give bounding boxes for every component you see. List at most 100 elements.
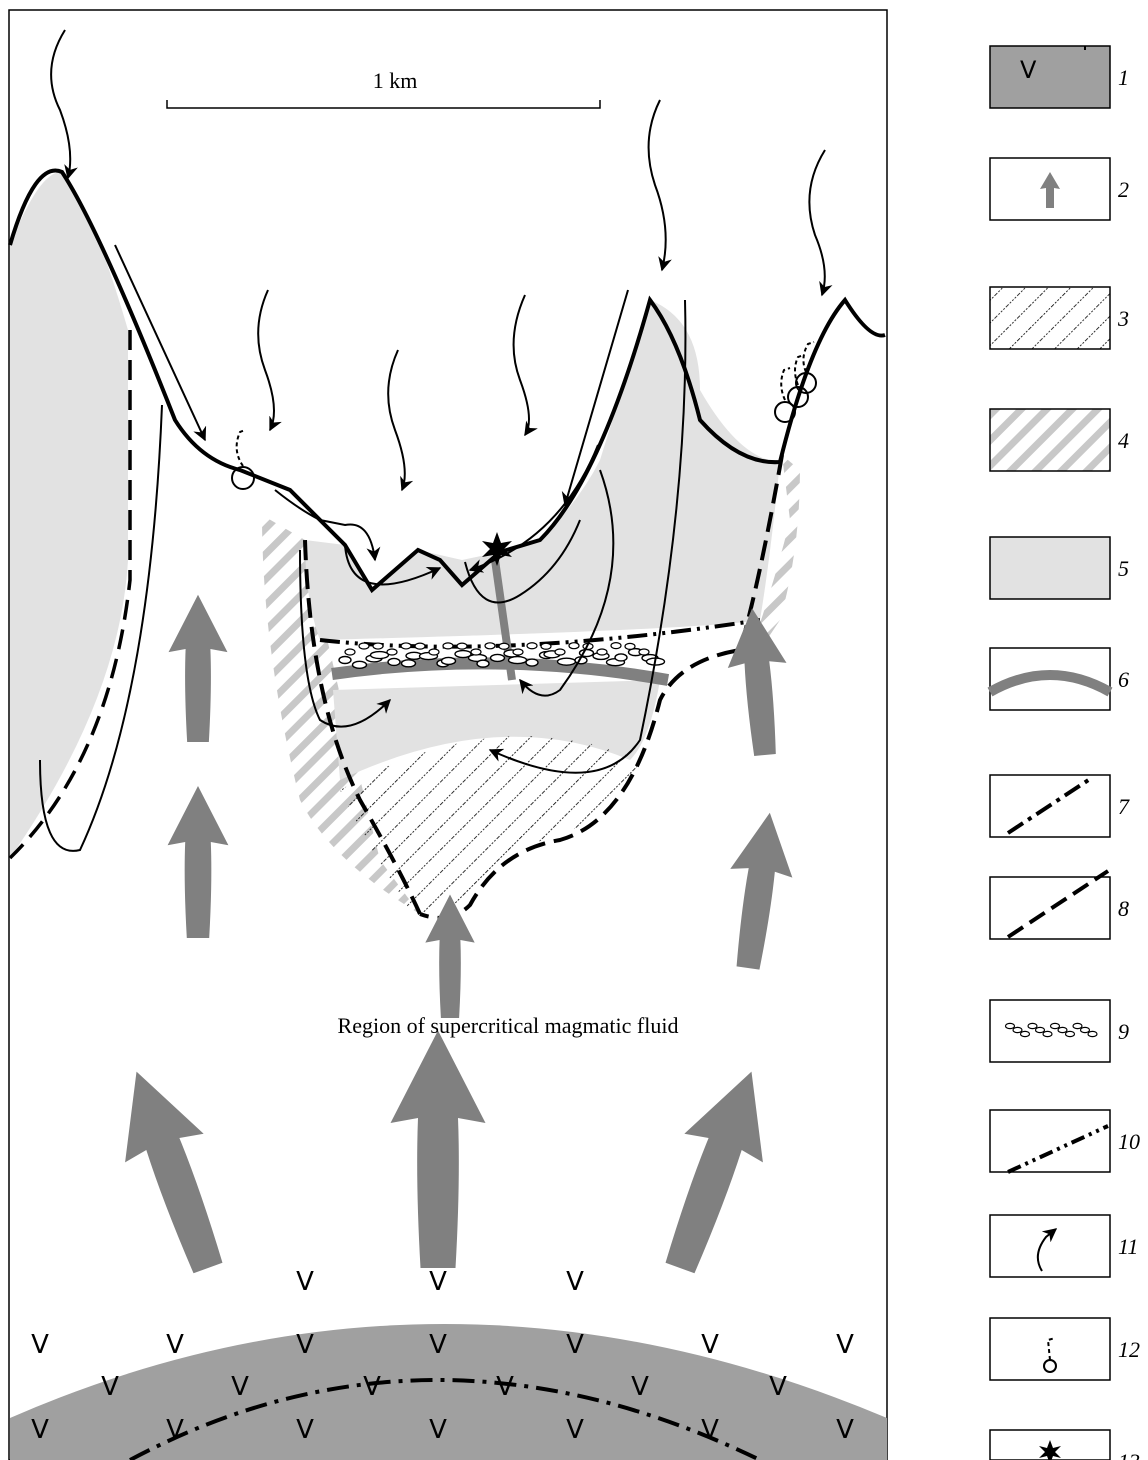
legend-number: 7 [1118, 794, 1130, 819]
pebble [471, 649, 481, 655]
legend-number: 13 [1118, 1449, 1140, 1460]
legend-number: 12 [1118, 1337, 1140, 1362]
pebble [541, 643, 551, 649]
magma-v-mark: V [429, 1415, 447, 1445]
magma-v-mark: V [566, 1330, 584, 1360]
pebble [513, 649, 523, 655]
legend-item-13: 13 [990, 1430, 1140, 1460]
legend-number: 5 [1118, 556, 1129, 581]
spring-icon [232, 430, 254, 489]
pebble [402, 660, 416, 667]
scale-bar: 1 km [167, 68, 600, 108]
magma-v-mark: V [296, 1330, 314, 1360]
pebble [388, 658, 400, 665]
legend-box [990, 1215, 1110, 1277]
legend-item-5: 5 [990, 537, 1129, 599]
legend-box [990, 1318, 1110, 1380]
legend-item-9: 9 [990, 1000, 1129, 1062]
flow-arrow [169, 595, 228, 742]
magma-v-mark: V [566, 1267, 584, 1297]
flow-arrow [168, 786, 229, 938]
legend-number: 6 [1118, 667, 1129, 692]
legend-box [990, 877, 1110, 939]
flow-arrow [391, 1031, 486, 1269]
legend-box [990, 287, 1110, 349]
magma-v-mark: V [231, 1372, 249, 1402]
pebble [371, 652, 389, 659]
magma-v-mark: V [496, 1372, 514, 1402]
diagonal-hatched-zone [340, 736, 640, 919]
legend-box [990, 1110, 1110, 1172]
left-altered-body [10, 172, 162, 858]
spring-icon [775, 342, 816, 422]
legend-number: 2 [1118, 177, 1129, 202]
pebble [611, 643, 621, 649]
caldera-alteration-zones [262, 300, 800, 919]
pebble [353, 661, 367, 668]
pebble [457, 643, 467, 649]
magma-v-mark: V [429, 1267, 447, 1297]
pebble [373, 643, 383, 649]
legend-item-4: 4 [990, 409, 1129, 471]
magma-v-mark: V [31, 1415, 49, 1445]
magma-v-mark: V [836, 1330, 854, 1360]
magma-v-mark: V [31, 1330, 49, 1360]
magma-v-mark: V [836, 1415, 854, 1445]
legend-item-7: 7 [990, 775, 1130, 837]
magma-v-mark: V [566, 1415, 584, 1445]
pebble [415, 643, 425, 649]
legend-number: 11 [1118, 1234, 1138, 1259]
pebble [429, 649, 439, 655]
legend-item-11: 11 [990, 1215, 1138, 1277]
magma-v-mark: V [701, 1330, 719, 1360]
pebble [477, 660, 489, 667]
pebble [442, 657, 456, 664]
region-label: Region of supercritical magmatic fluid [338, 1013, 679, 1038]
pebble [569, 643, 579, 649]
pebble [555, 649, 565, 655]
flow-arrow [97, 1057, 247, 1282]
magma-v-mark: V [166, 1330, 184, 1360]
legend-item-6: 6 [990, 648, 1129, 710]
pebble [491, 654, 505, 661]
pebble [625, 643, 635, 649]
legend-item-12: 12 [990, 1318, 1140, 1380]
pebble [526, 659, 538, 666]
upper-grey-zone [305, 300, 780, 640]
pebble [499, 643, 509, 649]
magma-v-mark: V [296, 1267, 314, 1297]
legend-box [990, 46, 1110, 108]
pebble [443, 643, 453, 649]
legend-box [990, 409, 1110, 471]
pebble [345, 649, 355, 655]
magma-v-mark: V [296, 1415, 314, 1445]
magma-v-mark: V [429, 1330, 447, 1360]
pebble [639, 649, 649, 655]
pebble [558, 658, 576, 665]
legend: V12345678910111213 [990, 46, 1140, 1460]
legend-item-10: 10 [990, 1110, 1140, 1172]
pebble [527, 643, 537, 649]
scale-bar-label: 1 km [373, 68, 418, 93]
legend-box [990, 537, 1110, 599]
flow-arrow [717, 808, 801, 972]
pebble [485, 643, 495, 649]
flow-arrow [723, 606, 795, 758]
legend-number: 3 [1117, 306, 1129, 331]
legend-item-3: 3 [990, 287, 1129, 349]
legend-number: 4 [1118, 428, 1129, 453]
magma-v-mark: V [363, 1372, 381, 1402]
magma-v-mark: V [101, 1372, 119, 1402]
legend-number: 10 [1118, 1129, 1140, 1154]
pebble [615, 654, 627, 661]
pebble [401, 643, 411, 649]
magma-v-mark: V [769, 1372, 787, 1402]
pebble [359, 643, 369, 649]
pebble [387, 649, 397, 655]
magma-v-mark: V [631, 1372, 649, 1402]
pebble [597, 649, 607, 655]
pebble [339, 657, 351, 664]
